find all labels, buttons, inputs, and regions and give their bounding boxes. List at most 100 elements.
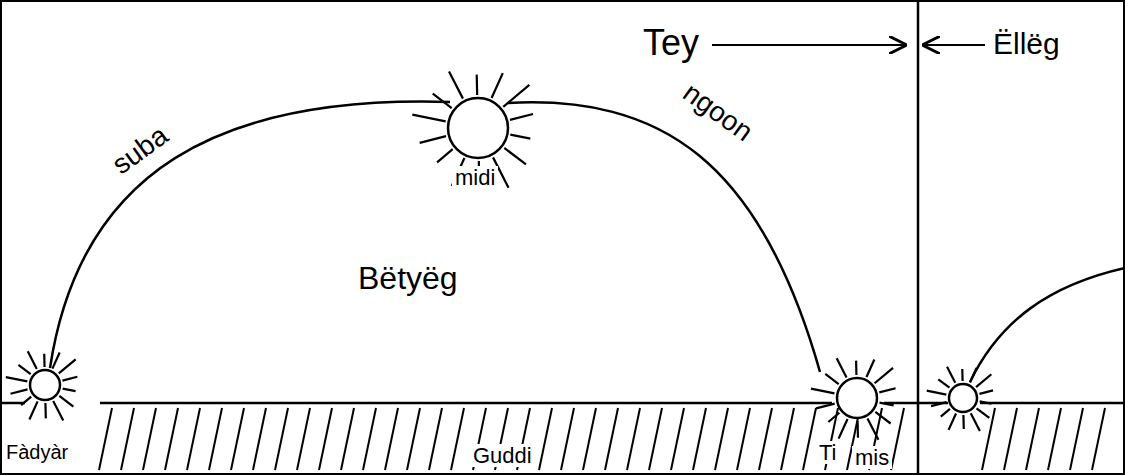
ground-line [980,402,1125,405]
ground-hatch [451,408,464,470]
ground-hatch [143,408,156,470]
sun-ray [59,396,73,407]
sun-ray [504,148,526,164]
sun-ray [816,404,835,409]
ground-hatch [1004,408,1017,470]
sun-ray [927,391,947,395]
sun-ray [503,85,529,107]
sun-ray [44,403,47,418]
sun-disc [30,370,60,400]
ellg-arrow [924,44,985,46]
sun-ray [18,365,30,374]
ground-hatch [319,408,332,470]
sun-ray [420,136,446,143]
sun-ray [53,401,63,421]
sun-ray [977,408,990,418]
ground-hatch [1048,408,1061,470]
tey-arrow [712,44,905,46]
sun-ray [976,374,991,387]
sun-ray [979,390,993,393]
sun-ray [811,389,835,394]
ground-hatch [253,408,266,470]
sun-ray [6,377,28,381]
sun-ray [510,135,530,139]
ground-hatch [165,408,178,470]
ground-hatch [759,408,772,470]
sun-arc [970,268,1125,382]
ground-hatch [605,408,618,470]
ground-hatch [363,408,376,470]
sun-ray [492,73,503,98]
sun-ray [962,415,965,429]
sun-ray [52,353,59,369]
ground-hatch [781,408,794,470]
period-label: Bëtyëg [355,262,461,296]
sun-ray [938,379,949,387]
ground-hatch [429,408,442,470]
ground-hatch [187,408,200,470]
sun-disc [448,98,508,158]
period-label: ngoon [675,75,760,148]
sun-disc [949,384,977,412]
ground-hatch [649,408,662,470]
ground-hatch [803,408,816,470]
sun-ray [867,418,878,439]
sun-ray [437,149,453,162]
sun-ray [931,402,947,406]
sun-ray [875,368,893,383]
ground-hatch [583,408,596,470]
ground-line [100,402,832,405]
time-label: mis [852,446,892,469]
ground-hatch [539,408,552,470]
sun-ray [837,358,847,377]
sun-ray [856,421,859,438]
sun-arc [50,102,450,368]
sun-ray [855,361,858,375]
sun-ray [971,413,980,431]
suns [6,71,993,439]
period-label: midi [452,166,498,189]
sun-symbol [6,351,78,420]
sun-ray [875,412,890,424]
sun-symbol [927,367,993,431]
sun-ray [970,368,977,383]
sun-ray [941,409,950,417]
sun-ray [879,388,895,392]
sun-symbol [811,358,896,440]
ground-hatch [891,408,904,470]
sun-arc [508,102,820,372]
ground-hatch [1026,408,1039,470]
sun-ray [949,413,956,429]
sun-ray [433,94,452,108]
ground-hatch [715,408,728,470]
ground [0,403,1125,470]
ground-hatch [385,408,398,470]
period-label: suba [104,119,175,182]
ground-hatch [627,408,640,470]
sun-ray [28,351,37,369]
sun-ray [412,115,445,122]
ground-hatch [693,408,706,470]
sun-ray [825,374,838,384]
sun-ray [980,401,992,403]
ground-hatch [231,408,244,470]
sun-disc [837,378,877,418]
sun-ray [839,419,848,439]
ground-hatch [121,408,134,470]
direction-label: Ëllëg [990,28,1063,60]
sun-ray [510,114,533,120]
ground-hatch [671,408,684,470]
ground-hatch [407,408,420,470]
ground-hatch [737,408,750,470]
ground-hatch [99,408,112,470]
ground-hatch [561,408,574,470]
sun-ray [947,367,955,383]
sun-ray [63,389,76,392]
sun-ray [828,413,839,422]
sun-ray [476,75,479,95]
period-label: Guddi [470,444,535,467]
time-label: Ti [816,441,840,464]
